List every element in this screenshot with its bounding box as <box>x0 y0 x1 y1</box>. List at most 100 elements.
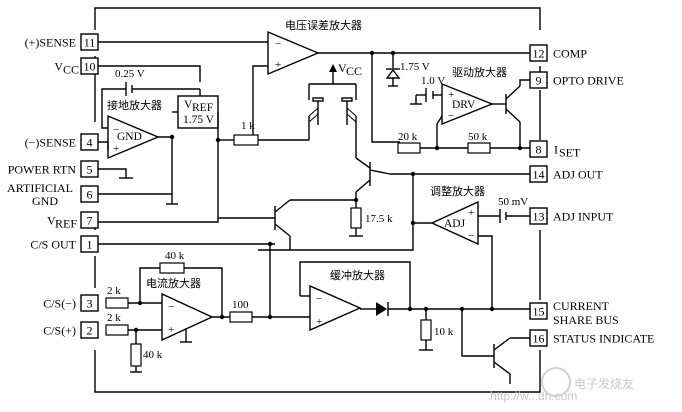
pin-2: 2 C/S(+) <box>43 321 99 339</box>
pin-15-label-line2: SHARE BUS <box>553 313 619 327</box>
pin-2-number: 2 <box>87 324 93 338</box>
svg-text:CC: CC <box>346 64 362 78</box>
pin-12-label: COMP <box>553 47 587 61</box>
pin-2-label: C/S(+) <box>43 324 76 338</box>
resistor-40k-ground: 40 k <box>130 343 163 367</box>
driver-amplifier: + − DRV 驱动放大器 <box>441 65 507 126</box>
adjust-amplifier: + − ADJ 调整放大器 <box>430 184 485 246</box>
svg-text:+: + <box>448 89 454 101</box>
svg-text:40 k: 40 k <box>165 250 185 262</box>
pin-5-label: POWER RTN <box>8 163 77 177</box>
pin-12: 12 COMP <box>529 44 587 62</box>
pin-13: 13 ADJ INPUT <box>529 207 614 225</box>
resistor-20k: 20 k <box>397 131 421 154</box>
svg-text:+: + <box>468 207 474 219</box>
source-025v: 0.25 V <box>115 68 145 96</box>
pin-14: 14 ADJ OUT <box>529 165 603 183</box>
differential-pair <box>308 83 357 158</box>
pin-3: 3 C/S(−) <box>43 294 99 312</box>
pin-13-label: ADJ INPUT <box>553 210 614 224</box>
pin-13-number: 13 <box>533 210 545 224</box>
pin-10-label-main: V <box>54 60 63 74</box>
pin-9-number: 9 <box>536 74 542 88</box>
ground-amplifier: − + GND 接地放大器 <box>107 98 162 160</box>
svg-text:−: − <box>168 301 174 313</box>
pin-3-label: C/S(−) <box>43 297 76 311</box>
svg-text:1.75 V: 1.75 V <box>400 61 430 73</box>
svg-text:+: + <box>168 324 174 336</box>
watermark-logo: 电子发烧友 <box>541 367 634 397</box>
status-transistor <box>461 309 530 384</box>
buffer-amplifier: − + 缓冲放大器 <box>309 268 385 332</box>
svg-text:2 k: 2 k <box>107 285 121 297</box>
pin-15-label-line1: CURRENT <box>553 299 610 313</box>
resistor-2k-plus: 2 k <box>105 312 129 336</box>
pin-8-label-main: I <box>554 143 558 157</box>
pin-11: 11 (+)SENSE <box>25 33 99 51</box>
svg-text:1.0 V: 1.0 V <box>421 75 445 87</box>
vcc-arrow-icon: V CC <box>329 61 362 84</box>
opto-transistor <box>492 79 530 123</box>
svg-text:50 k: 50 k <box>468 131 488 143</box>
pin-11-number: 11 <box>84 36 96 50</box>
pin-10: 10 V CC <box>54 57 99 77</box>
pin-1: 1 C/S OUT <box>30 235 99 253</box>
resistor-10k: 10 k <box>420 319 454 341</box>
resistor-2k-minus: 2 k <box>105 285 129 309</box>
zener-diode: 1.75 V <box>385 53 430 87</box>
pin-9-label: OPTO DRIVE <box>553 74 624 88</box>
pin-7-label-sub: REF <box>55 217 77 231</box>
svg-text:0.25 V: 0.25 V <box>115 68 145 80</box>
pin-4-number: 4 <box>87 136 93 150</box>
current-amp-label: 电流放大器 <box>146 276 201 290</box>
ground-amp-label: 接地放大器 <box>107 98 162 112</box>
pin-4: 4 (−)SENSE <box>25 133 99 151</box>
chip-boundary-bottom <box>94 350 541 393</box>
source-50mv: 50 mV <box>498 196 528 223</box>
buffer-diode <box>376 302 389 316</box>
svg-text:−: − <box>275 38 281 50</box>
pin-16-label: STATUS INDICATE <box>553 332 654 346</box>
svg-text:−: − <box>448 110 454 122</box>
pin-10-label-sub: CC <box>63 63 79 77</box>
pin-14-number: 14 <box>533 168 545 182</box>
watermark-brand: 电子发烧友 <box>574 376 634 391</box>
resistor-17-5k: 17.5 k <box>350 207 393 229</box>
pin-16-number: 16 <box>533 332 545 346</box>
svg-text:1.75 V: 1.75 V <box>183 114 215 126</box>
pin-12-number: 12 <box>533 47 545 61</box>
pin-8-number: 8 <box>536 143 542 157</box>
adj-out-transistor <box>355 162 391 193</box>
svg-text:20 k: 20 k <box>398 131 418 143</box>
svg-text:1 k: 1 k <box>241 120 255 132</box>
pin-10-number: 10 <box>84 60 96 74</box>
pin-3-number: 3 <box>87 297 93 311</box>
resistor-40k-feedback: 40 k <box>159 250 185 274</box>
pin-1-label: C/S OUT <box>30 238 76 252</box>
svg-text:100: 100 <box>232 299 249 311</box>
resistor-50k: 50 k <box>467 131 491 154</box>
svg-text:−: − <box>113 124 119 136</box>
svg-text:−: − <box>468 230 474 242</box>
pin-6-label-line1: ARTIFICIAL <box>7 181 73 195</box>
voltage-error-amplifier: − + 电压误差放大器 <box>267 18 362 76</box>
svg-text:50 mV: 50 mV <box>498 196 528 208</box>
svg-text:2 k: 2 k <box>107 312 121 324</box>
svg-text:40 k: 40 k <box>143 349 163 361</box>
buffer-amp-label: 缓冲放大器 <box>330 268 385 282</box>
pin-7: 7 V REF <box>47 211 99 231</box>
resistor-100: 100 <box>229 299 253 323</box>
svg-text:10 k: 10 k <box>434 326 454 338</box>
driver-amp-label: 驱动放大器 <box>452 65 507 79</box>
driver-amp-tag: DRV <box>452 99 476 111</box>
pin-7-label-main: V <box>47 214 56 228</box>
watermark-url: http://w...dn.com <box>490 389 577 403</box>
adjust-amp-tag: ADJ <box>444 218 466 230</box>
pin-15-number: 15 <box>533 305 545 319</box>
pin-6-label-line2: GND <box>32 194 58 208</box>
pin-8-label-sub: SET <box>559 146 581 160</box>
svg-text:17.5 k: 17.5 k <box>365 213 393 225</box>
pin-6-number: 6 <box>87 188 93 202</box>
pin-7-number: 7 <box>87 214 93 228</box>
